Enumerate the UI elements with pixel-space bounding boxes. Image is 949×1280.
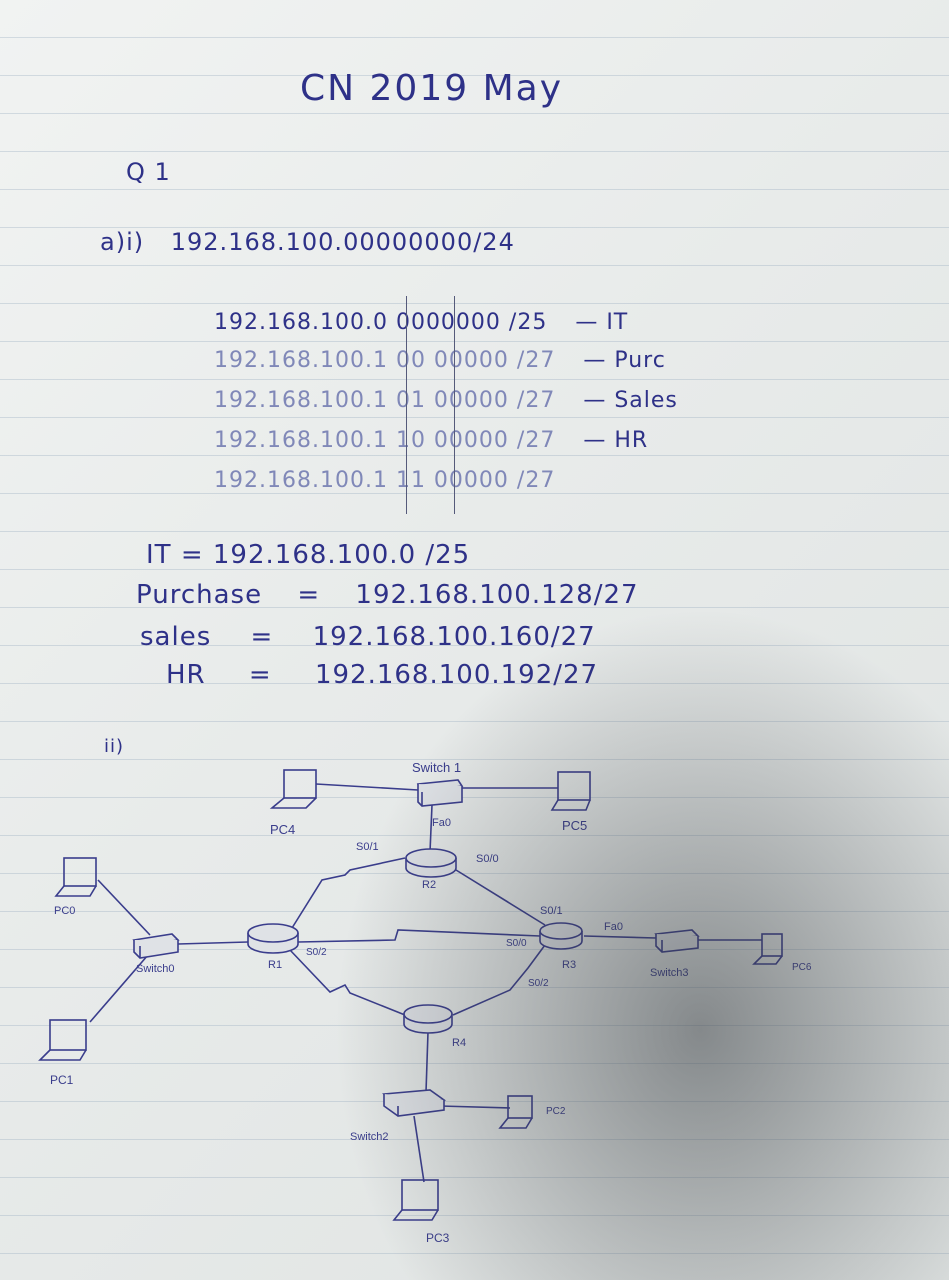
switch-icon (654, 929, 700, 953)
r3-s00-port-label: S0/0 (506, 938, 527, 949)
link-pc4-switch1 (315, 783, 419, 791)
link-r1-r3 (297, 929, 541, 943)
pc3-label: PC3 (426, 1231, 450, 1245)
router-icon (539, 922, 583, 950)
link-pc0-switch0 (97, 879, 151, 936)
laptop-icon (38, 1019, 87, 1061)
router-icon (403, 1004, 453, 1034)
pc0-label: PC0 (54, 905, 75, 917)
r1-label: R1 (268, 959, 282, 971)
switch1-label: Switch 1 (412, 760, 461, 775)
switch-icon (382, 1089, 447, 1117)
pc2-label: PC2 (546, 1106, 566, 1117)
laptop-icon (498, 1095, 533, 1129)
link-switch0-r1 (177, 941, 249, 945)
r3-s02-port-label: S0/2 (528, 978, 549, 989)
r3-s01-port-label: S0/1 (540, 905, 563, 917)
link-r1-r2 (291, 857, 406, 929)
link-switch2-pc2 (439, 1105, 511, 1109)
laptop-icon (269, 769, 317, 809)
laptop-icon (54, 857, 97, 897)
link-r1-r4 (289, 949, 406, 1016)
link-r4-switch2 (425, 1031, 429, 1093)
r3-label: R3 (562, 959, 576, 971)
router-icon (405, 848, 457, 878)
laptop-icon (392, 1179, 439, 1221)
laptop-icon (550, 771, 591, 811)
r1-s02-port-label: S0/2 (306, 947, 327, 958)
link-r3-switch3 (583, 935, 657, 939)
pc5-label: PC5 (562, 818, 587, 833)
switch3-label: Switch3 (650, 967, 689, 979)
router-icon (247, 923, 299, 954)
r4-label: R4 (452, 1037, 466, 1049)
pc1-label: PC1 (50, 1073, 74, 1087)
link-r2-r3 (455, 869, 546, 926)
switch-icon (132, 933, 180, 959)
pc6-label: PC6 (792, 962, 812, 973)
r2-label: R2 (422, 879, 436, 891)
r2-s00-port-label: S0/0 (476, 853, 499, 865)
pc4-label: PC4 (270, 822, 295, 837)
switch0-label: Switch0 (136, 963, 175, 975)
link-switch2-pc3 (413, 1115, 425, 1183)
r3-fa-port-label: Fa0 (604, 921, 623, 933)
switch2-label: Switch2 (350, 1131, 389, 1143)
r2-fa-port-label: Fa0 (432, 817, 451, 829)
r2-s01-port-label: S0/1 (356, 841, 379, 853)
switch-icon (416, 779, 464, 807)
laptop-icon (752, 933, 783, 965)
